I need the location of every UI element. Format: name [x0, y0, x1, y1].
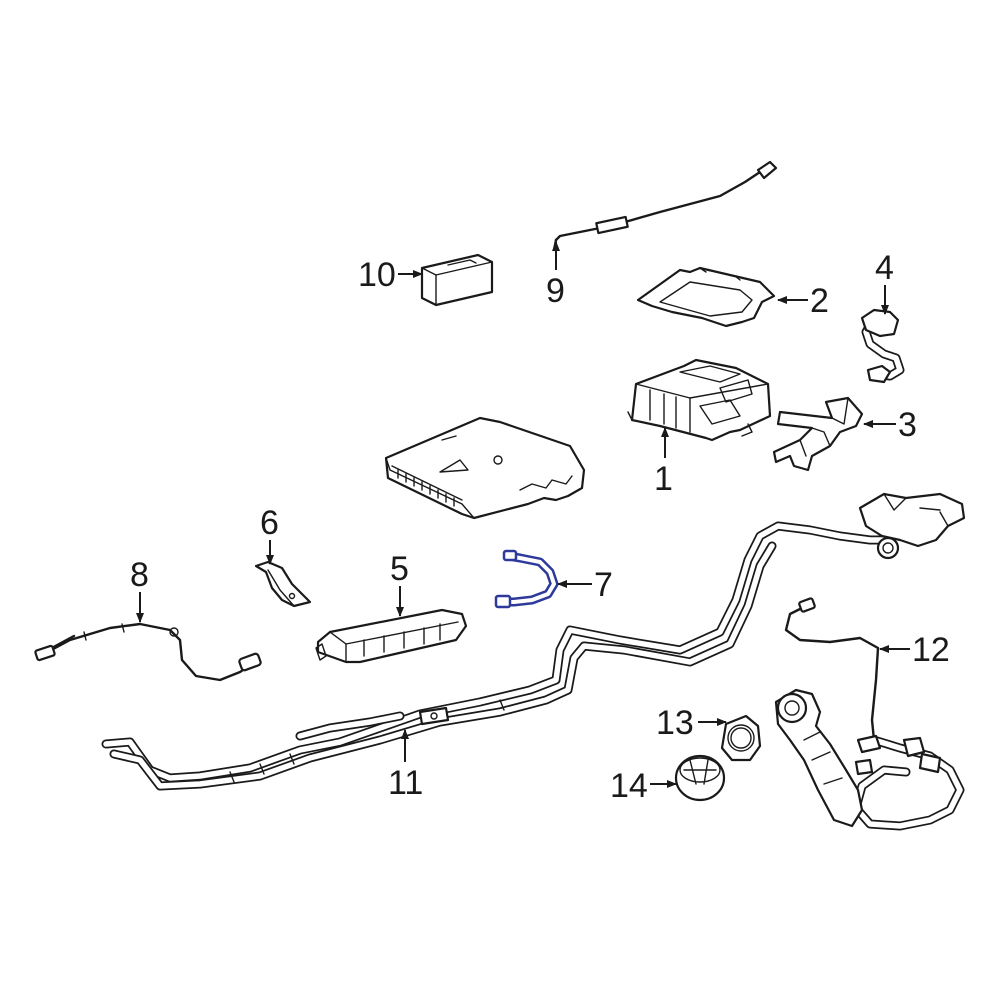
- callout-8: 8: [130, 556, 149, 594]
- part-6-bracket: [254, 560, 312, 608]
- charge-inlet: [774, 688, 864, 828]
- callout-1: 1: [654, 460, 673, 498]
- callout-4: 4: [875, 249, 894, 287]
- part-5-module: [315, 608, 468, 664]
- part-13-ring: [720, 714, 762, 762]
- callout-3: 3: [898, 406, 917, 444]
- part-14-cap: [674, 754, 726, 802]
- callout-5: 5: [390, 550, 409, 588]
- callout-14: 14: [610, 767, 648, 805]
- part-2-tray: [636, 266, 776, 328]
- part-8-wire: [34, 622, 262, 682]
- callout-11: 11: [388, 764, 423, 802]
- part-9-cable: [552, 160, 778, 252]
- part-10-module: [420, 253, 494, 307]
- callout-7: 7: [594, 566, 613, 604]
- callout-labels: 1 2 3 4 5 6 7 8 9 10 11 12 13 14: [130, 249, 950, 805]
- callout-2: 2: [810, 282, 829, 320]
- part-1-main-unit: [627, 358, 772, 442]
- part-4-hose: [860, 308, 905, 384]
- leader-lines: [136, 241, 910, 788]
- part-12-charge-harness: [784, 597, 965, 831]
- callout-6: 6: [260, 504, 279, 542]
- callout-10: 10: [358, 256, 396, 294]
- part-3-bracket: [772, 396, 864, 472]
- callout-13: 13: [656, 704, 694, 742]
- battery-cover: [384, 416, 586, 520]
- callout-12: 12: [912, 631, 950, 669]
- callout-9: 9: [546, 272, 565, 310]
- part-7-highlighted-cable: [494, 549, 559, 609]
- part-11-harness: [101, 492, 966, 791]
